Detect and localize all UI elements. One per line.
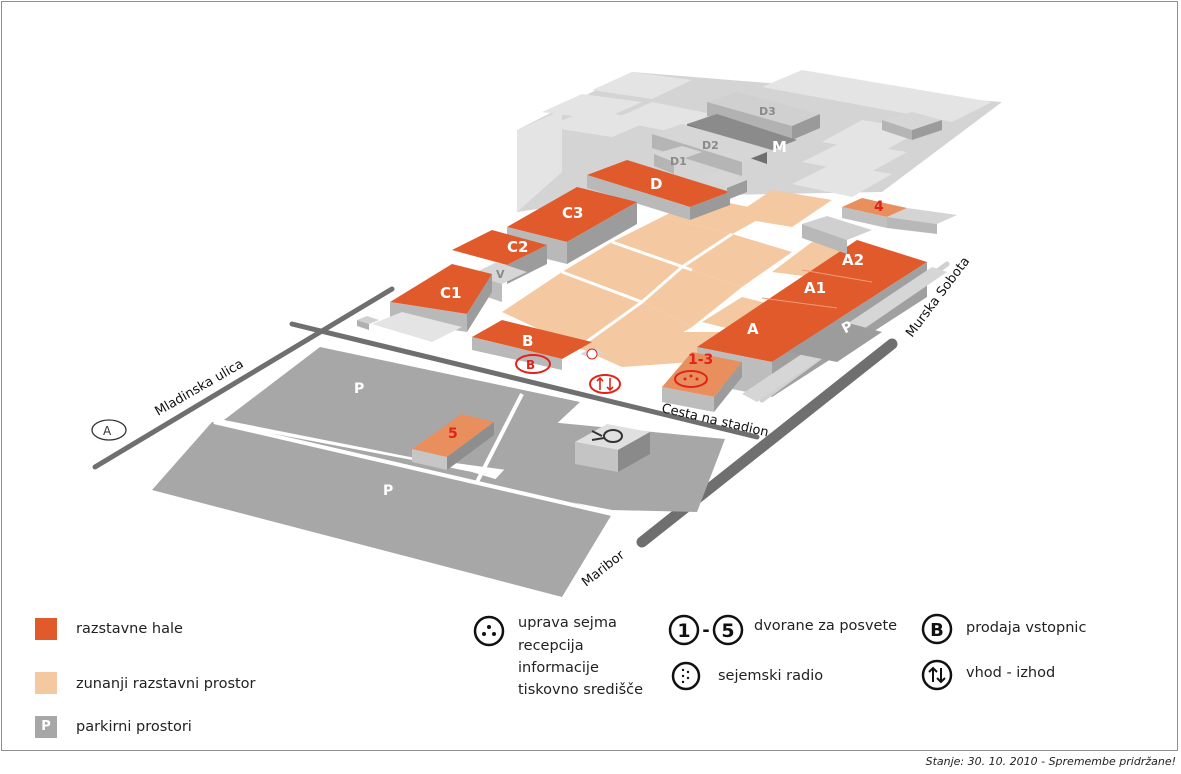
entrance-exit-icon	[589, 374, 621, 394]
hall-label-a1: A1	[804, 279, 826, 297]
parking-label-2: P	[383, 483, 393, 499]
building-d1	[654, 146, 702, 174]
legend-parking-label: parkirni prostori	[76, 719, 192, 735]
legend-radio-label: sejemski radio	[718, 668, 824, 684]
conference-label-1-3: 1-3	[688, 352, 713, 368]
management-icon	[674, 370, 708, 388]
hall-label-a: A	[747, 320, 759, 338]
post-horn-icon	[591, 429, 623, 443]
annex-label-d3: D3	[759, 105, 776, 118]
hall-label-c2: C2	[507, 238, 528, 256]
parking-dividers	[213, 393, 613, 516]
svg-text:B: B	[526, 358, 535, 372]
legend-management-line-2: recepcija	[518, 638, 584, 654]
annex-label-d1: D1	[670, 155, 687, 168]
building-small-right	[882, 112, 942, 140]
annex-label-d2: D2	[702, 139, 719, 152]
hall-divider-2	[761, 297, 838, 309]
legend-management-line-4: tiskovno središče	[518, 682, 644, 698]
svg-text:B: B	[930, 620, 944, 641]
parking-lot-right	[787, 320, 882, 362]
highway-marker-a: A	[91, 419, 127, 441]
legend-halls-label: razstavne hale	[76, 621, 183, 637]
road-label-mladinska: Mladinska ulica	[153, 357, 247, 420]
building-d2	[652, 124, 772, 176]
legend-outdoor-label: zunanji razstavni prostor	[76, 676, 256, 692]
conference-label-4: 4	[874, 199, 884, 215]
legend-ticket-icon: B	[921, 613, 953, 645]
conference-building-5	[412, 414, 494, 470]
legend-conference-label: dvorane za posvete	[754, 618, 898, 634]
hall-label-c1: C1	[440, 284, 461, 302]
post-office-building	[575, 424, 650, 472]
building-d3	[707, 92, 820, 140]
legend-ticket-label: prodaja vstopnic	[966, 620, 1087, 636]
conference-label-5: 5	[448, 426, 458, 442]
highway-marker-a-label: A	[103, 424, 112, 438]
hall-label-a2: A2	[842, 251, 864, 269]
hall-d	[587, 160, 730, 220]
status-note: Stanje: 30. 10. 2010 - Spremembe pridrža…	[925, 755, 1176, 768]
outdoor-area	[502, 190, 852, 367]
plot-dividers	[517, 70, 992, 212]
legend-swatch-halls	[35, 618, 57, 640]
platform-left	[357, 312, 462, 342]
map-frame: D3 M D2 D1	[1, 1, 1178, 751]
parking-label-1: P	[354, 381, 364, 397]
building-a-annex	[802, 216, 872, 254]
outdoor-grid	[561, 232, 733, 347]
fairground-map: D3 M D2 D1	[91, 70, 1002, 597]
annex-label-v: V	[496, 268, 505, 281]
svg-text:1: 1	[677, 620, 690, 642]
hall-divider-1	[801, 269, 873, 283]
legend-entrance-exit-label: vhod - izhod	[966, 665, 1056, 681]
hall-label-c3: C3	[562, 204, 583, 222]
svg-text:-: -	[702, 620, 709, 641]
legend-management-line-3: informacije	[518, 660, 599, 676]
hall-label-d: D	[650, 175, 662, 193]
building-d-annex	[702, 170, 747, 200]
hall-b	[472, 320, 592, 370]
annex-label-m: M	[772, 138, 787, 156]
legend-swatch-parking: P	[35, 716, 57, 738]
radio-booth	[580, 348, 604, 360]
legend-management-icon	[473, 615, 505, 647]
ticket-sale-icon: B	[515, 354, 551, 374]
legend-radio-icon	[671, 661, 701, 691]
legend-management-line-1: uprava sejma	[518, 615, 617, 631]
legend-entrance-exit-icon	[921, 659, 953, 691]
conference-building-4	[842, 198, 957, 234]
hall-label-b: B	[522, 332, 533, 350]
legend-conference-icon: 1 - 5	[668, 614, 744, 646]
legend-swatch-outdoor	[35, 672, 57, 694]
svg-text:5: 5	[721, 620, 734, 642]
